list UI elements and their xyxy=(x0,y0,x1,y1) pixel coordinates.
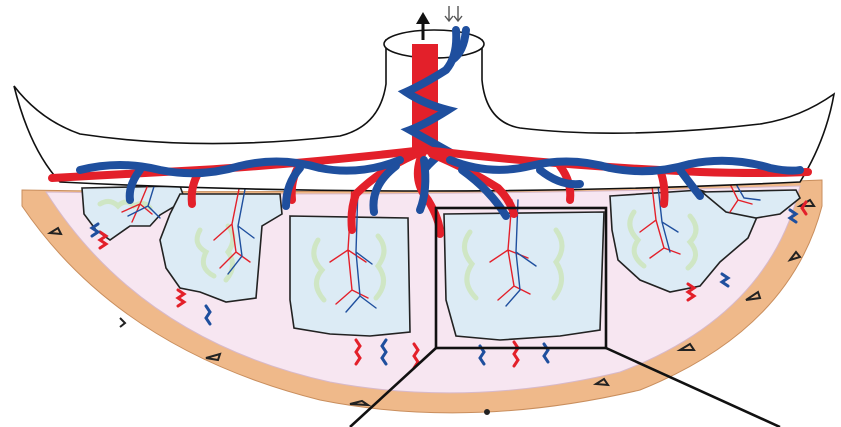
down-arrow-icon xyxy=(445,6,462,21)
spiral-vein xyxy=(722,274,728,286)
decidua-mark xyxy=(120,318,125,327)
spiral-vein xyxy=(206,306,210,324)
spiral-vein xyxy=(92,224,98,236)
decidua-dot xyxy=(485,410,489,414)
spiral-vein xyxy=(790,210,796,222)
